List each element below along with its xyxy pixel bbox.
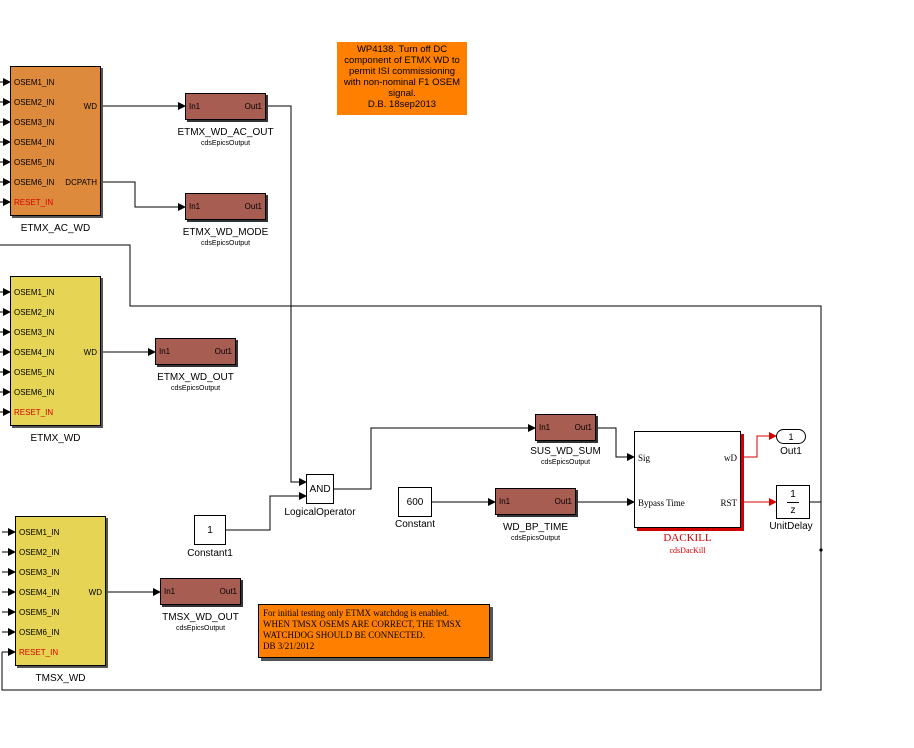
etmx-ac-wd-label: ETMX_AC_WD <box>20 223 91 234</box>
port-reset-in: RESET_IN <box>19 648 59 657</box>
dackill-block[interactable]: Sig Bypass Time wD RST <box>634 431 741 528</box>
etmx-wd-out-type: cdsEpicsOutput <box>170 385 221 392</box>
port-out1: Out1 <box>244 102 262 111</box>
unit-delay-label: UnitDelay <box>769 521 813 532</box>
etmx-wd-mode-type: cdsEpicsOutput <box>200 240 251 247</box>
port-osem2-in: OSEM2_IN <box>14 98 55 107</box>
etmx-wd-label: ETMX_WD <box>30 433 81 444</box>
port-osem5-in: OSEM5_IN <box>19 608 60 617</box>
port-wd-out: WD <box>83 102 97 111</box>
port-osem6-in: OSEM6_IN <box>19 628 60 637</box>
annotation-note-top: WP4138. Turn off DC component of ETMX WD… <box>337 42 467 115</box>
tmsx-wd-out-label: TMSX_WD_OUT <box>162 612 239 623</box>
port-wd-out: WD <box>83 348 97 357</box>
port-in1: In1 <box>164 587 176 596</box>
tmsx-wd-out-type: cdsEpicsOutput <box>175 625 226 632</box>
etmx-wd-out-block[interactable]: In1 Out1 <box>155 338 236 365</box>
port-osem4-in: OSEM4_IN <box>14 348 55 357</box>
etmx-wd-mode-block[interactable]: In1 Out1 <box>185 193 266 220</box>
constant1-block[interactable]: 1 <box>194 515 226 545</box>
port-wd: wD <box>724 453 737 463</box>
port-in1: In1 <box>189 202 201 211</box>
sus-wd-sum-type: cdsEpicsOutput <box>540 459 591 466</box>
sus-wd-sum-block[interactable]: In1 Out1 <box>535 414 596 441</box>
port-osem1-in: OSEM1_IN <box>19 528 60 537</box>
out1-label: Out1 <box>780 446 802 457</box>
wd-bp-time-type: cdsEpicsOutput <box>510 535 561 542</box>
constant-label: Constant <box>394 519 436 530</box>
port-osem1-in: OSEM1_IN <box>14 288 55 297</box>
tmsx-wd-label: TMSX_WD <box>35 673 86 684</box>
port-out1: Out1 <box>244 202 262 211</box>
port-out1: Out1 <box>214 347 232 356</box>
dackill-label: DACKILL <box>663 532 712 544</box>
unit-delay-fraction-bar <box>787 502 799 503</box>
port-bypass-time: Bypass Time <box>638 498 685 508</box>
etmx-wd-out-label: ETMX_WD_OUT <box>157 372 234 383</box>
constant-block[interactable]: 600 <box>398 487 432 517</box>
wd-bp-time-label: WD_BP_TIME <box>502 522 568 533</box>
port-reset-in: RESET_IN <box>14 198 54 207</box>
annotation-note-bottom: For initial testing only ETMX watchdog i… <box>258 604 490 658</box>
port-in1: In1 <box>189 102 201 111</box>
port-osem4-in: OSEM4_IN <box>14 138 55 147</box>
port-osem4-in: OSEM4_IN <box>19 588 60 597</box>
port-osem6-in: OSEM6_IN <box>14 178 55 187</box>
sus-wd-sum-label: SUS_WD_SUM <box>530 446 601 457</box>
port-in1: In1 <box>159 347 171 356</box>
unit-delay-numerator: 1 <box>790 489 796 500</box>
unit-delay-block[interactable]: 1 z <box>776 485 810 519</box>
etmx-wd-subsystem[interactable]: OSEM1_IN OSEM2_IN OSEM3_IN OSEM4_IN OSEM… <box>10 276 101 426</box>
port-osem2-in: OSEM2_IN <box>14 308 55 317</box>
port-osem1-in: OSEM1_IN <box>14 78 55 87</box>
port-reset-in: RESET_IN <box>14 408 54 417</box>
port-sig: Sig <box>638 453 651 463</box>
port-osem3-in: OSEM3_IN <box>14 328 55 337</box>
port-osem2-in: OSEM2_IN <box>19 548 60 557</box>
port-in1: In1 <box>539 423 551 432</box>
port-out1: Out1 <box>574 423 592 432</box>
port-out1: Out1 <box>219 587 237 596</box>
tmsx-wd-out-block[interactable]: In1 Out1 <box>160 578 241 605</box>
unit-delay-denominator: z <box>790 505 796 516</box>
port-wd-out: WD <box>88 588 102 597</box>
port-osem5-in: OSEM5_IN <box>14 368 55 377</box>
etmx-wd-mode-label: ETMX_WD_MODE <box>182 227 269 238</box>
constant1-label: Constant1 <box>187 548 233 559</box>
etmx-wd-ac-out-block[interactable]: In1 Out1 <box>185 93 266 120</box>
tmsx-wd-subsystem[interactable]: OSEM1_IN OSEM2_IN OSEM3_IN OSEM4_IN OSEM… <box>15 516 106 666</box>
etmx-wd-ac-out-label: ETMX_WD_AC_OUT <box>177 127 274 138</box>
wd-bp-time-block[interactable]: In1 Out1 <box>495 488 576 515</box>
logical-operator-block[interactable]: AND <box>306 474 334 504</box>
port-dcpath-out: DCPATH <box>65 178 97 187</box>
etmx-ac-wd-subsystem[interactable]: OSEM1_IN OSEM2_IN OSEM3_IN OSEM4_IN OSEM… <box>10 66 101 216</box>
dackill-type: cdsDacKill <box>669 546 706 555</box>
port-out1: Out1 <box>554 497 572 506</box>
port-in1: In1 <box>499 497 511 506</box>
port-osem3-in: OSEM3_IN <box>14 118 55 127</box>
port-rst: RST <box>720 498 737 508</box>
out1-port-block[interactable]: 1 <box>776 429 806 444</box>
port-osem6-in: OSEM6_IN <box>14 388 55 397</box>
port-osem3-in: OSEM3_IN <box>19 568 60 577</box>
etmx-wd-ac-out-type: cdsEpicsOutput <box>200 140 251 147</box>
port-osem5-in: OSEM5_IN <box>14 158 55 167</box>
logical-operator-label: LogicalOperator <box>284 507 356 518</box>
